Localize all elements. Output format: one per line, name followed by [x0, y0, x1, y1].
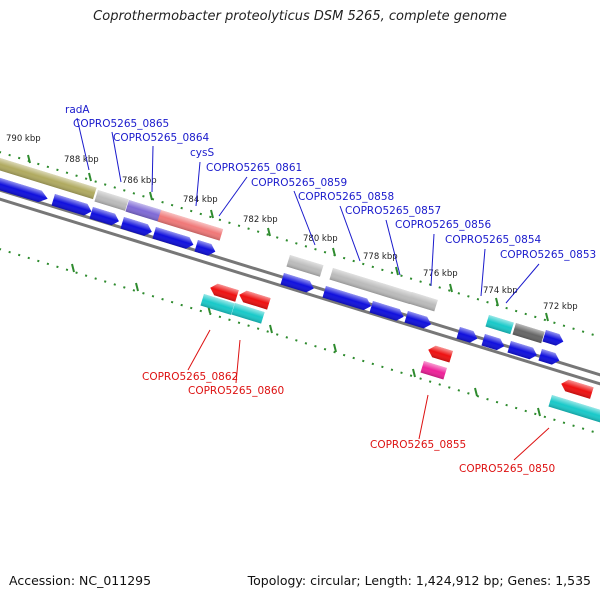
tick-label-778: 778 kbp	[363, 252, 398, 262]
tick-label-776: 776 kbp	[423, 269, 458, 279]
cds-arrow-reverse[interactable]	[426, 344, 453, 363]
plus-label-leaders	[76, 117, 540, 304]
label-copro5265-0860[interactable]: COPRO5265_0860	[188, 385, 284, 397]
plus-strand-cds	[0, 176, 565, 366]
gene-copro5265-0865[interactable]	[94, 190, 129, 211]
gene-copro5265-0862[interactable]	[200, 294, 235, 315]
tick-track-outer	[0, 151, 600, 338]
tick-label-788: 788 kbp	[64, 155, 99, 165]
accession-text: Accession: NC_011295	[9, 573, 152, 588]
genome-summary-text: Topology: circular; Length: 1,424,912 bp…	[247, 573, 591, 588]
gene-copro5265-0860[interactable]	[231, 303, 265, 324]
cds-arrow[interactable]	[280, 273, 315, 294]
label-copro5265-0864[interactable]: COPRO5265_0864	[113, 132, 210, 144]
cds-arrow[interactable]	[51, 194, 93, 217]
tick-labels: 790 kbp 788 kbp 786 kbp 784 kbp 782 kbp …	[6, 134, 578, 312]
gene-copro5265-0854[interactable]	[485, 315, 514, 335]
label-copro5265-0857[interactable]: COPRO5265_0857	[345, 205, 441, 217]
cds-arrow[interactable]	[120, 217, 153, 238]
label-copro5265-0854[interactable]: COPRO5265_0854	[445, 234, 542, 246]
cds-arrow[interactable]	[456, 327, 479, 344]
tick-track-inner	[0, 248, 600, 435]
label-copro5265-0865[interactable]: COPRO5265_0865	[73, 118, 169, 130]
cds-arrow[interactable]	[542, 330, 565, 347]
label-cysS[interactable]: cysS	[190, 147, 214, 159]
gene-cysS[interactable]	[157, 210, 224, 241]
cds-arrow[interactable]	[194, 240, 217, 257]
gene-copro5265-0859[interactable]	[286, 254, 324, 277]
cds-arrow[interactable]	[0, 176, 49, 205]
plus-labels: radA COPRO5265_0865 COPRO5265_0864 cysS …	[65, 104, 596, 261]
tick-label-782: 782 kbp	[243, 215, 278, 225]
minus-labels: COPRO5265_0862 COPRO5265_0860 COPRO5265_…	[142, 371, 555, 475]
cds-arrow[interactable]	[89, 207, 120, 227]
cds-arrow-reverse[interactable]	[237, 289, 271, 310]
tick-label-786: 786 kbp	[122, 176, 157, 186]
minus-strand-genes	[200, 282, 600, 425]
outer-major-ticks	[27, 154, 549, 322]
label-copro5265-0850[interactable]: COPRO5265_0850	[459, 463, 555, 475]
label-copro5265-0862[interactable]: COPRO5265_0862	[142, 371, 238, 383]
cds-arrow[interactable]	[369, 301, 405, 322]
cds-arrow-reverse[interactable]	[208, 282, 239, 302]
cds-arrow-reverse[interactable]	[559, 378, 594, 399]
cds-arrow[interactable]	[152, 227, 195, 251]
tick-label-784: 784 kbp	[183, 195, 218, 205]
gene-copro5265-0850[interactable]	[548, 395, 600, 425]
label-copro5265-0856[interactable]: COPRO5265_0856	[395, 219, 492, 231]
label-copro5265-0859[interactable]: COPRO5265_0859	[251, 177, 347, 189]
label-radA[interactable]: radA	[65, 104, 90, 116]
tick-label-790: 790 kbp	[6, 134, 41, 144]
label-copro5265-0858[interactable]: COPRO5265_0858	[298, 191, 394, 203]
minus-label-leaders	[187, 329, 550, 461]
map-title: Coprothermobacter proteolyticus DSM 5265…	[93, 9, 507, 24]
tick-label-780: 780 kbp	[303, 234, 338, 244]
gene-radA[interactable]	[0, 157, 97, 200]
label-copro5265-0853[interactable]: COPRO5265_0853	[500, 249, 596, 261]
plus-strand-genes	[0, 157, 545, 344]
cds-arrow[interactable]	[538, 349, 561, 366]
gene-copro5265-0858[interactable]	[329, 268, 414, 305]
gene-copro5265-0864[interactable]	[125, 200, 162, 222]
gene-copro5265-0857[interactable]	[408, 292, 438, 312]
gene-copro5265-0853[interactable]	[512, 323, 545, 344]
tick-label-772: 772 kbp	[543, 302, 578, 312]
tick-label-774: 774 kbp	[483, 286, 518, 296]
label-copro5265-0861[interactable]: COPRO5265_0861	[206, 162, 302, 174]
cds-arrow[interactable]	[404, 311, 432, 330]
cds-arrow[interactable]	[507, 341, 538, 361]
cds-arrow[interactable]	[322, 286, 372, 312]
gene-copro5265-0855[interactable]	[420, 361, 447, 380]
cds-arrow[interactable]	[481, 334, 506, 352]
label-copro5265-0855[interactable]: COPRO5265_0855	[370, 439, 466, 451]
